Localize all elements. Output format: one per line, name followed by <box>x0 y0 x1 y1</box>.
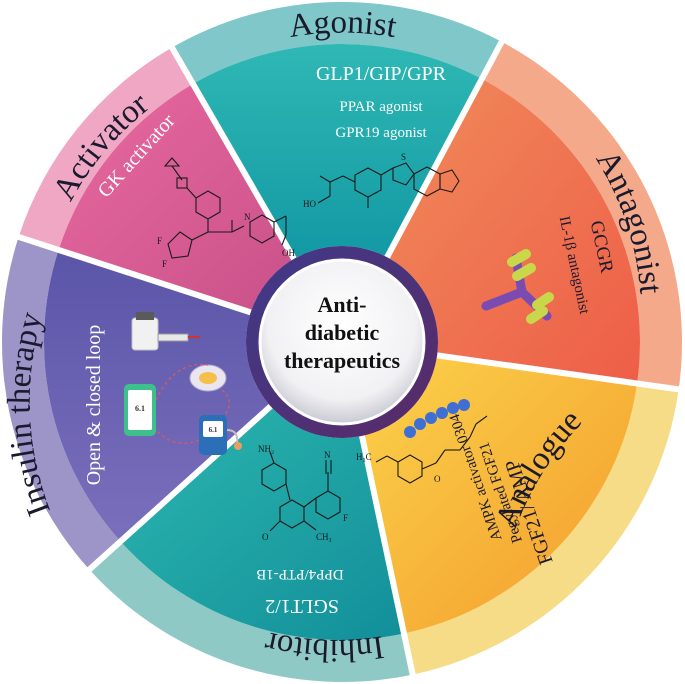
phone-reading: 6.1 <box>135 404 145 413</box>
inner-segments <box>43 44 640 640</box>
sector-analogue <box>361 355 638 634</box>
cgm-sensor-icon <box>189 364 227 392</box>
outer-band-insulin-therapy <box>1 236 121 570</box>
inhibitor-f-label: F <box>343 513 348 523</box>
outer-band-activator <box>18 47 194 250</box>
agonist-line-1: GLP1/GIP/GPR <box>316 63 447 85</box>
inhibitor-o-label: O <box>262 532 269 542</box>
loop-link-3 <box>155 429 200 444</box>
insulin-pump-icon: 6.1 <box>199 415 242 455</box>
inhibitor-line-2: DPP4/PTP-1B <box>256 566 344 582</box>
insulin-line-1: Open & closed loop <box>83 325 105 486</box>
outer-band-analogue <box>403 383 679 675</box>
sector-antagonist <box>387 78 640 384</box>
activator-f1-label: F <box>157 236 162 246</box>
center-line-1: Anti- <box>318 292 367 317</box>
center-hub: Anti- diabetic therapeutics <box>246 246 438 438</box>
inhibitor-molecule <box>261 451 341 532</box>
agonist-content: GLP1/GIP/GPR PPAR agonist GPR19 agonist … <box>303 63 460 209</box>
agonist-s-label: S <box>401 152 406 162</box>
insulin-content: Open & closed loop 6.1 6.1 <box>83 312 242 485</box>
divider-activator <box>15 233 252 316</box>
activator-molecule <box>163 157 287 259</box>
agonist-molecule <box>317 162 460 208</box>
analogue-molecule <box>375 415 488 484</box>
center-line-3: therapeutics <box>284 348 401 373</box>
activator-oh-label: OH <box>282 248 295 258</box>
analogue-h3c-label: H₃C <box>356 452 372 462</box>
inhibitor-n-label: N <box>324 450 331 460</box>
agonist-ho-label: HO <box>303 199 316 209</box>
insulin-vial-icon <box>131 312 200 351</box>
title-agonist: Agonist <box>287 5 399 46</box>
antibody-icon <box>481 249 554 324</box>
agonist-line-3: GPR19 agonist <box>335 125 427 141</box>
sector-insulin-therapy <box>43 249 271 542</box>
phone-icon: 6.1 <box>124 384 156 436</box>
divider-inhibitor <box>359 435 417 678</box>
outer-band-antagonist <box>481 41 683 390</box>
outer-band-agonist <box>172 1 502 84</box>
loop-link-1 <box>155 363 209 401</box>
peptide-beads-icon <box>404 399 470 438</box>
agonist-line-2: PPAR agonist <box>339 99 423 115</box>
divider-insulin-therapy <box>85 404 273 574</box>
sector-inhibitor <box>120 406 404 640</box>
divider-analogue <box>436 352 682 393</box>
inhibitor-content: SGLT1/2 DPP4/PTP-1B NH₂ CH₃ F O N <box>256 444 348 617</box>
sector-activator <box>58 83 294 313</box>
outer-band-inhibitor <box>89 541 413 682</box>
divider-antagonist <box>384 38 506 259</box>
analogue-o-label: O <box>434 474 441 484</box>
activator-n-label: N <box>244 212 251 222</box>
inhibitor-nh2-label: NH₂ <box>258 444 274 454</box>
loop-link-2 <box>221 389 230 416</box>
inhibitor-ch3-label: CH₃ <box>316 532 332 542</box>
pump-reading: 6.1 <box>209 426 218 434</box>
hub-disc <box>258 258 426 426</box>
activator-f2-label: F <box>162 259 167 269</box>
center-line-2: diabetic <box>305 320 380 345</box>
title-agonist-text: Agonist <box>287 5 399 46</box>
inhibitor-line-1: SGLT1/2 <box>265 595 339 617</box>
